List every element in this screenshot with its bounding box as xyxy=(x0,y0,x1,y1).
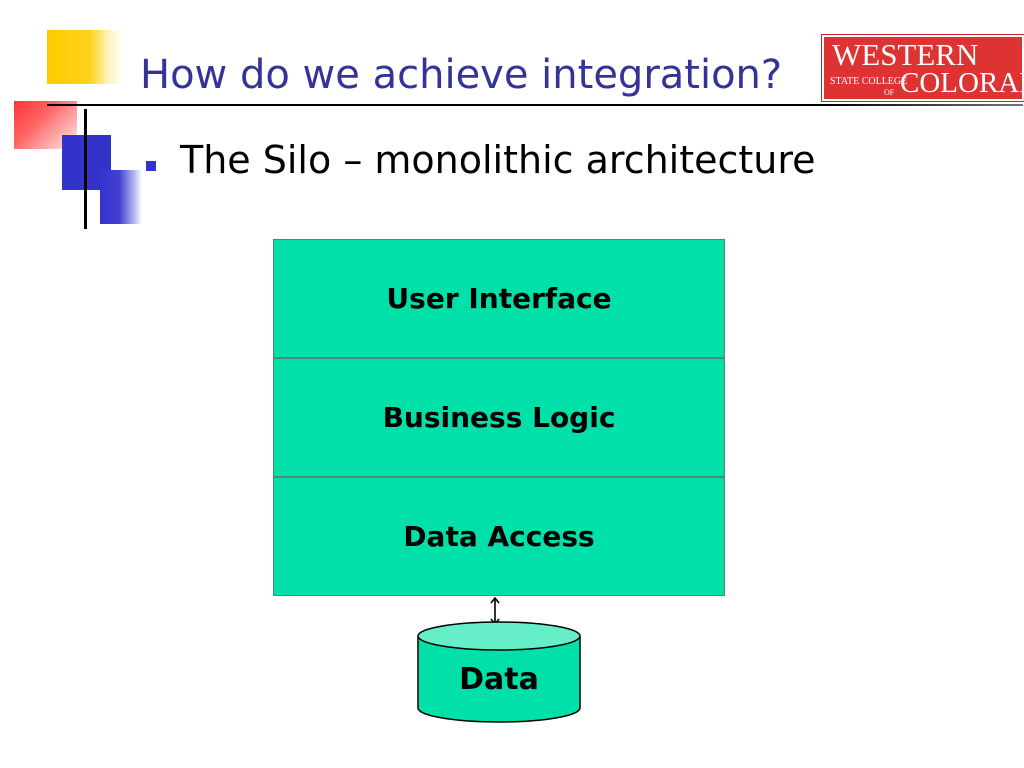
database-cylinder-icon xyxy=(417,621,581,723)
layer-data-access: Data Access xyxy=(273,477,725,596)
decor-square-blue-fade xyxy=(100,170,142,224)
college-logo: WESTERN STATE COLLEGE OF COLORADO xyxy=(821,34,1024,102)
logo-line-of: OF xyxy=(884,88,895,97)
bullet-square-icon xyxy=(146,161,156,171)
decor-vertical-line xyxy=(84,109,87,229)
slide-title: How do we achieve integration? xyxy=(140,52,783,98)
title-underline xyxy=(47,104,1023,106)
architecture-stack: User Interface Business Logic Data Acces… xyxy=(273,239,725,597)
logo-line-colorado: COLORADO xyxy=(900,67,1024,99)
bullet-item: The Silo – monolithic architecture xyxy=(180,138,816,182)
layer-business-logic: Business Logic xyxy=(273,358,725,477)
datastore-label: Data xyxy=(459,662,539,697)
logo-line-western: WESTERN xyxy=(832,37,979,72)
logo-line-state-college: STATE COLLEGE xyxy=(830,76,908,87)
decor-square-yellow xyxy=(47,30,124,84)
layer-user-interface: User Interface xyxy=(273,239,725,358)
